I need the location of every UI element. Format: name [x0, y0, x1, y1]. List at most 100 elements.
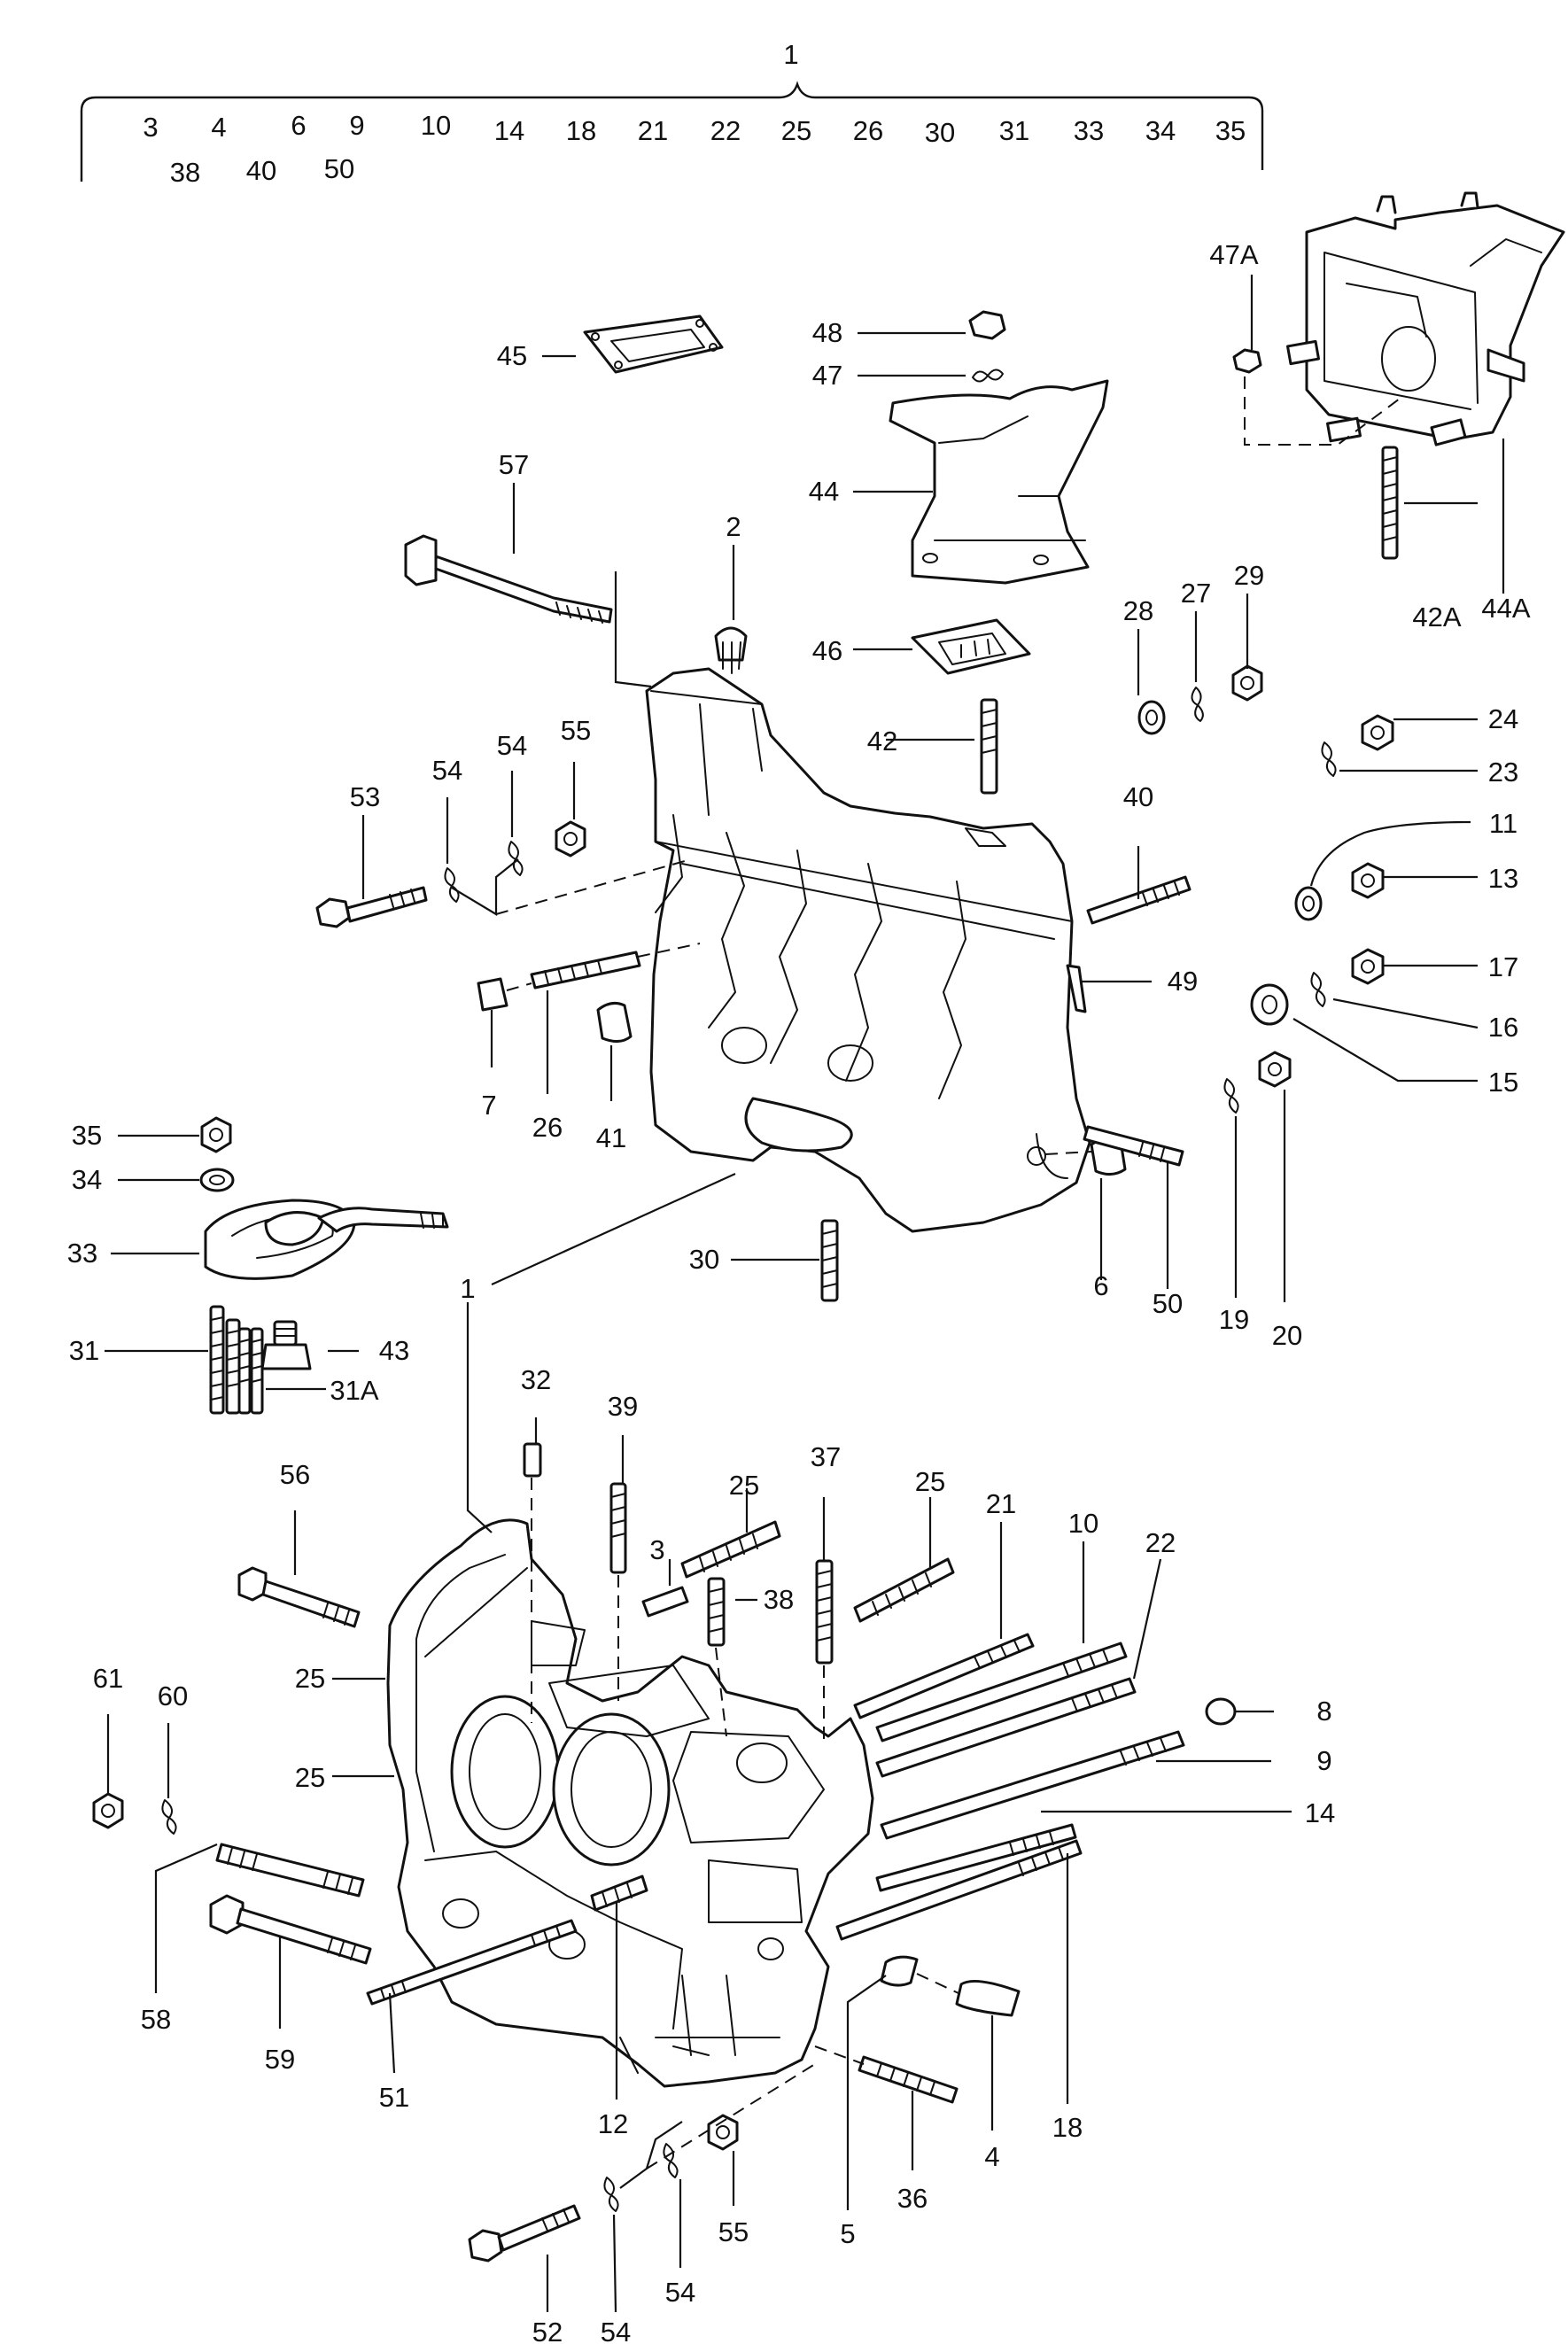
- studs-31-drawing: [209, 1305, 241, 1415]
- callout: 10: [1068, 1508, 1098, 1539]
- callout: 12: [598, 2108, 628, 2139]
- bracket-53: [451, 858, 519, 916]
- callout: 42: [867, 726, 897, 757]
- callout: 41: [596, 1122, 626, 1153]
- header-ref: 40: [246, 155, 276, 186]
- callout: 29: [1234, 560, 1264, 591]
- header-ref: 38: [170, 157, 200, 188]
- callout: 45: [497, 340, 527, 371]
- callout: 9: [1316, 1745, 1331, 1776]
- header-ref: 18: [566, 115, 596, 146]
- callout: 13: [1488, 863, 1518, 894]
- washer-11-drawing: [1294, 886, 1323, 921]
- stud-58-drawing: [215, 1843, 365, 1898]
- washer-47-drawing: [972, 369, 1004, 383]
- stud-10-drawing: [875, 1642, 1137, 1778]
- dash-4: [916, 1973, 959, 1994]
- callout: 56: [280, 1459, 310, 1490]
- callout: 33: [67, 1238, 97, 1269]
- callout: 22: [1145, 1527, 1176, 1558]
- washer-27-drawing: [1191, 687, 1204, 722]
- nut-17-drawing: [1351, 948, 1385, 985]
- header-ref: 22: [710, 115, 741, 146]
- dash-36: [814, 2045, 865, 2065]
- callout: 42A: [1412, 602, 1461, 633]
- callout: 25: [729, 1470, 759, 1501]
- header-ref: 10: [421, 110, 451, 141]
- dash-53: [495, 858, 692, 915]
- dowel-7-drawing: [477, 977, 508, 1012]
- nut-29-drawing: [1231, 664, 1263, 702]
- callout: 47: [812, 360, 842, 391]
- nut-55a-drawing: [555, 820, 586, 858]
- dowel-3-drawing: [641, 1586, 689, 1618]
- stud-38-drawing: [707, 1577, 726, 1647]
- stud-42A-drawing: [1381, 446, 1399, 560]
- header-ref: 14: [494, 115, 524, 146]
- bolt-56-drawing: [237, 1566, 361, 1628]
- ring-8-drawing: [1205, 1697, 1237, 1726]
- callout: 25: [295, 1663, 325, 1694]
- callout: 58: [141, 2004, 171, 2035]
- strainer-33-drawing: [204, 1199, 449, 1280]
- callout: 25: [915, 1466, 945, 1497]
- callout: 27: [1181, 578, 1211, 609]
- callout: 21: [986, 1488, 1016, 1519]
- stud-25b-drawing: [853, 1557, 955, 1623]
- callout: 23: [1488, 757, 1518, 788]
- callout: 15: [1488, 1067, 1518, 1098]
- washer-16-drawing: [1310, 972, 1326, 1007]
- dowel-32-drawing: [523, 1442, 542, 1478]
- plug-2-drawing: [714, 626, 748, 674]
- callout: 37: [811, 1441, 841, 1472]
- callout: 32: [521, 1364, 551, 1395]
- bolt-52-drawing: [468, 2204, 581, 2263]
- stud-21-drawing: [853, 1633, 1035, 1719]
- callout: 39: [608, 1391, 638, 1422]
- callout: 47A: [1209, 239, 1258, 270]
- nut-47A-drawing: [1232, 348, 1262, 374]
- callout: 7: [481, 1090, 496, 1121]
- callout: 55: [718, 2216, 749, 2247]
- plug-43-drawing: [260, 1320, 312, 1370]
- callout: 6: [1093, 1270, 1108, 1301]
- dash-52: [646, 2063, 816, 2169]
- washer-23-drawing: [1321, 741, 1337, 777]
- dash-6: [1044, 1151, 1092, 1155]
- callout: 18: [1052, 2112, 1083, 2143]
- callout: 30: [689, 1244, 719, 1275]
- gasket-46-drawing: [911, 618, 1031, 675]
- stud-25a-drawing: [680, 1520, 781, 1579]
- bolt-57-drawing: [404, 534, 613, 624]
- dash-38: [715, 1647, 727, 1737]
- nut-24-drawing: [1361, 714, 1394, 751]
- washer-19-drawing: [1223, 1078, 1239, 1114]
- callout: 49: [1168, 966, 1198, 997]
- callout: 60: [158, 1680, 188, 1711]
- crankcase-half-lower-drawing: [386, 1518, 874, 2088]
- callout: 50: [1153, 1288, 1183, 1319]
- washer-54c-drawing: [603, 2177, 619, 2212]
- nut-48-drawing: [968, 310, 1006, 340]
- crankcase-half-upper-drawing: [645, 667, 1091, 1233]
- callout: 16: [1488, 1012, 1518, 1043]
- callout: 53: [350, 781, 380, 812]
- washer-60-drawing: [161, 1799, 177, 1835]
- bolt-59-drawing: [209, 1894, 372, 1965]
- washer-54a-drawing: [444, 867, 460, 903]
- dash-7: [506, 943, 701, 991]
- callout: 24: [1488, 703, 1518, 734]
- leader-lines: [105, 275, 1505, 2313]
- dowel-5-drawing: [880, 1955, 919, 1987]
- callout: 54: [497, 730, 527, 761]
- header-ref: 21: [638, 115, 668, 146]
- nut-13-drawing: [1351, 862, 1385, 899]
- callout: 43: [379, 1335, 409, 1366]
- washer-54d-drawing: [663, 2143, 679, 2178]
- header-ref: 34: [1145, 115, 1176, 146]
- callout: 54: [601, 2317, 631, 2344]
- callout: 20: [1272, 1320, 1302, 1351]
- header-ref: 9: [349, 110, 364, 141]
- oil-cooler-housing-drawing: [1286, 191, 1565, 446]
- nut-61-drawing: [92, 1792, 124, 1829]
